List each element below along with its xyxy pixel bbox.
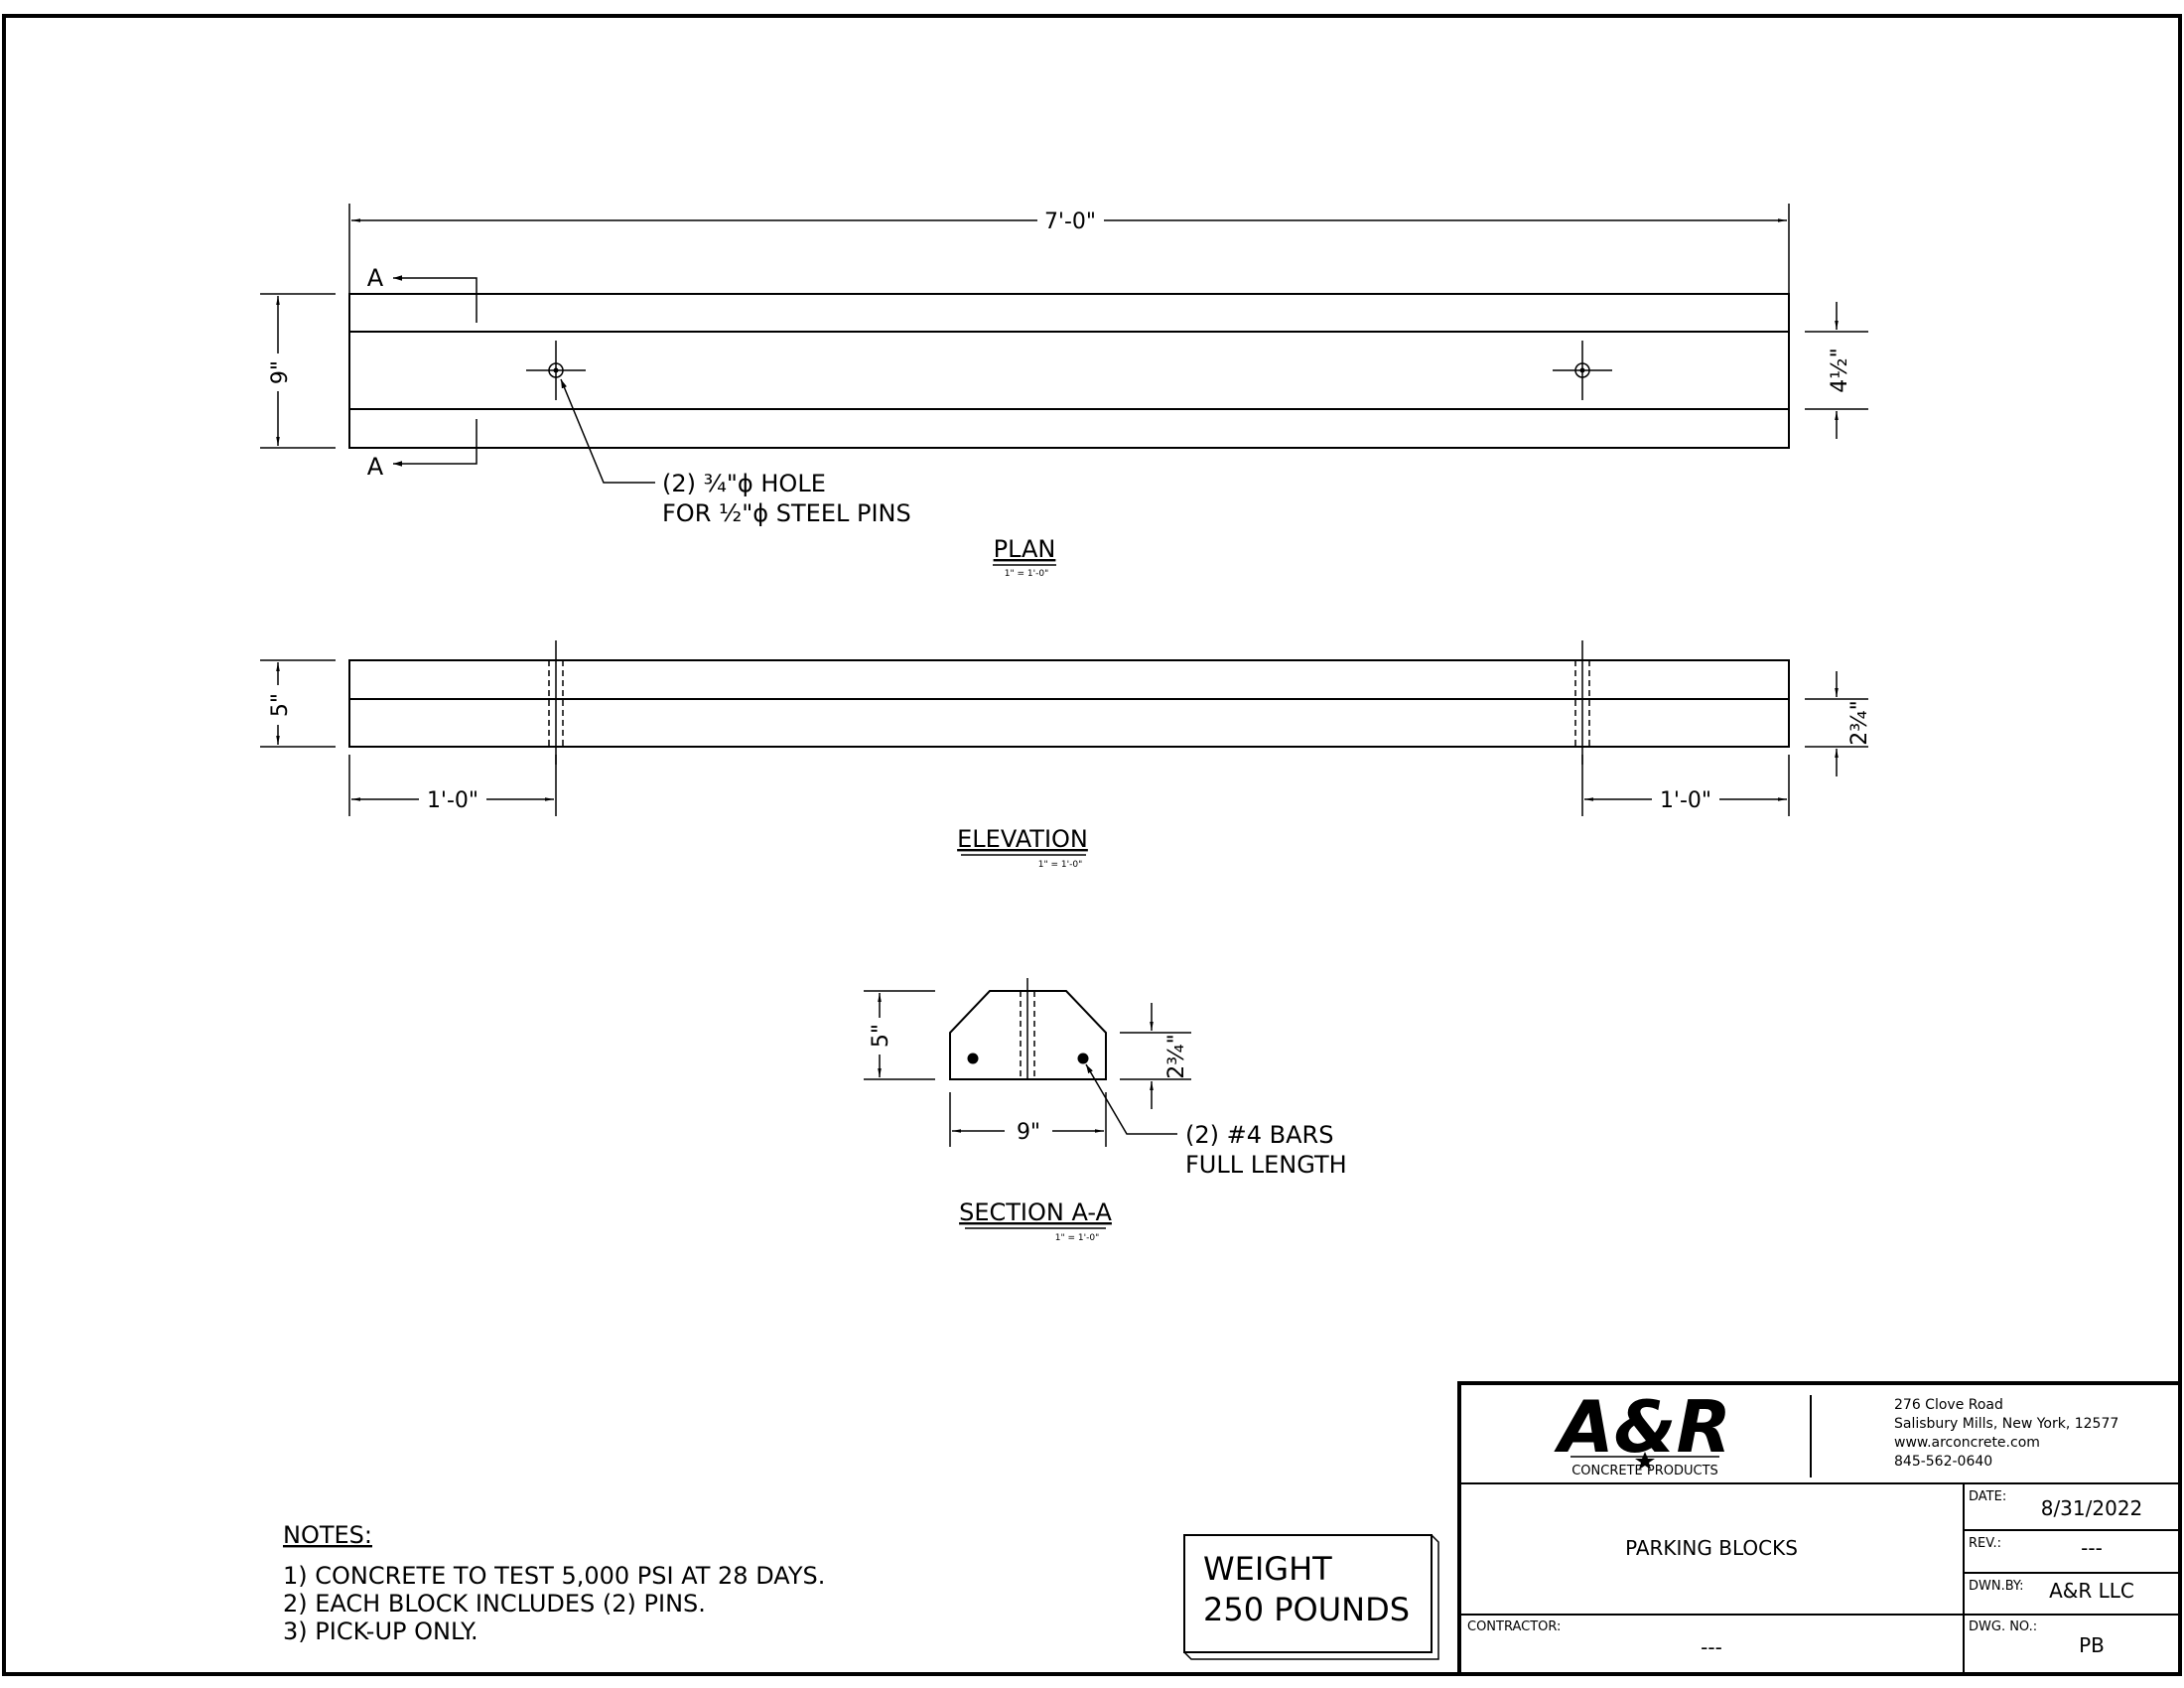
date-label: DATE: — [1969, 1489, 2006, 1504]
elevation-block-outline — [348, 659, 1790, 748]
plan-pin-hole-left — [526, 341, 586, 400]
logo-star-icon — [1635, 1452, 1655, 1470]
elevation-scale: 1" = 1'-0" — [1038, 860, 1082, 870]
elevation-pin-left — [548, 640, 564, 765]
section-upper-height-dimension: 2¾" — [1164, 1034, 1189, 1078]
section-cut-arrow-top — [393, 275, 478, 323]
sheet-border — [2, 14, 2182, 1676]
section-mark-bottom: A — [367, 453, 384, 481]
plan-block-outline — [348, 293, 1790, 449]
elevation-left-offset-dimension: 1'-0" — [427, 788, 478, 813]
weight-box: WEIGHT 250 POUNDS — [1183, 1534, 1439, 1660]
logo-subtext: CONCRETE PRODUCTS — [1571, 1464, 1718, 1478]
plan-pin-hole-right — [1553, 341, 1612, 400]
bars-note-line-2: FULL LENGTH — [1185, 1151, 1347, 1179]
plan-length-dimension: 7'-0" — [1044, 210, 1096, 234]
contractor-value: --- — [1701, 1635, 1722, 1659]
plan-center-width-dimension: 4½" — [1828, 348, 1852, 392]
plan-title: PLAN — [994, 535, 1056, 563]
bars-note-line-1: (2) #4 BARS — [1185, 1121, 1333, 1149]
dwg-no-label: DWG. NO.: — [1969, 1619, 2037, 1634]
section-view: 5" 2¾" 9" (2) #4 BARS FULL LENGTH SECTIO… — [864, 978, 1347, 1243]
note-item-1: 1) CONCRETE TO TEST 5,000 PSI AT 28 DAYS… — [283, 1562, 825, 1590]
rev-label: REV.: — [1969, 1536, 2001, 1551]
notes-heading: NOTES: — [283, 1521, 372, 1549]
date-value: 8/31/2022 — [2041, 1496, 2143, 1520]
elevation-right-offset-dimension: 1'-0" — [1660, 788, 1711, 813]
hole-leader-line — [560, 378, 655, 484]
contractor-label: CONTRACTOR: — [1467, 1619, 1561, 1634]
rebar-left — [967, 1053, 979, 1064]
bars-leader-line — [1085, 1063, 1177, 1135]
dwg-no-value: PB — [2079, 1633, 2105, 1657]
note-item-3: 3) PICK-UP ONLY. — [283, 1618, 478, 1645]
title-block: A&R CONCRETE PRODUCTS 276 Clove Road Sal… — [1457, 1381, 2182, 1676]
company-logo: A&R CONCRETE PRODUCTS — [1554, 1385, 1731, 1478]
plan-scale: 1" = 1'-0" — [1005, 569, 1048, 579]
drawing-title: PARKING BLOCKS — [1625, 1536, 1798, 1560]
notes-block: NOTES: 1) CONCRETE TO TEST 5,000 PSI AT … — [283, 1521, 825, 1645]
section-title: SECTION A-A — [959, 1198, 1112, 1226]
rebar-right — [1077, 1053, 1089, 1064]
drawn-by-label: DWN.BY: — [1969, 1579, 2024, 1594]
elevation-upper-height-dimension: 2¾" — [1847, 700, 1872, 745]
company-phone: 845-562-0640 — [1894, 1454, 1992, 1470]
weight-value: 250 POUNDS — [1203, 1591, 1410, 1628]
section-mark-top: A — [367, 264, 384, 292]
company-address-line-2: Salisbury Mills, New York, 12577 — [1894, 1416, 2118, 1432]
section-scale: 1" = 1'-0" — [1055, 1233, 1099, 1243]
company-website: www.arconcrete.com — [1894, 1435, 2040, 1451]
plan-width-dimension: 9" — [268, 360, 293, 384]
weight-label: WEIGHT — [1203, 1550, 1332, 1588]
elevation-title: ELEVATION — [957, 825, 1088, 853]
hole-note-line-2: FOR ½"ϕ STEEL PINS — [662, 499, 911, 527]
section-width-dimension: 9" — [1017, 1120, 1040, 1145]
section-cut-arrow-bottom — [393, 419, 478, 467]
hole-note-line-1: (2) ¾"ϕ HOLE — [662, 470, 826, 497]
drawn-by-value: A&R LLC — [2049, 1579, 2134, 1603]
company-address-line-1: 276 Clove Road — [1894, 1397, 2003, 1413]
plan-view: 7'-0" 9" 4½" A A (2) ¾"ϕ HOLE FOR ½"ϕ ST… — [260, 204, 1868, 579]
rev-value: --- — [2081, 1536, 2103, 1560]
elevation-pin-right — [1574, 640, 1590, 765]
logo-wordmark: A&R — [1554, 1385, 1731, 1469]
note-item-2: 2) EACH BLOCK INCLUDES (2) PINS. — [283, 1590, 706, 1618]
section-height-dimension: 5" — [869, 1024, 893, 1048]
elevation-view: 5" 2¾" 1'-0" 1'-0" ELEVATION 1" = 1'-0" — [260, 640, 1872, 870]
section-profile-outline — [949, 990, 1107, 1080]
elevation-height-dimension: 5" — [268, 693, 293, 717]
